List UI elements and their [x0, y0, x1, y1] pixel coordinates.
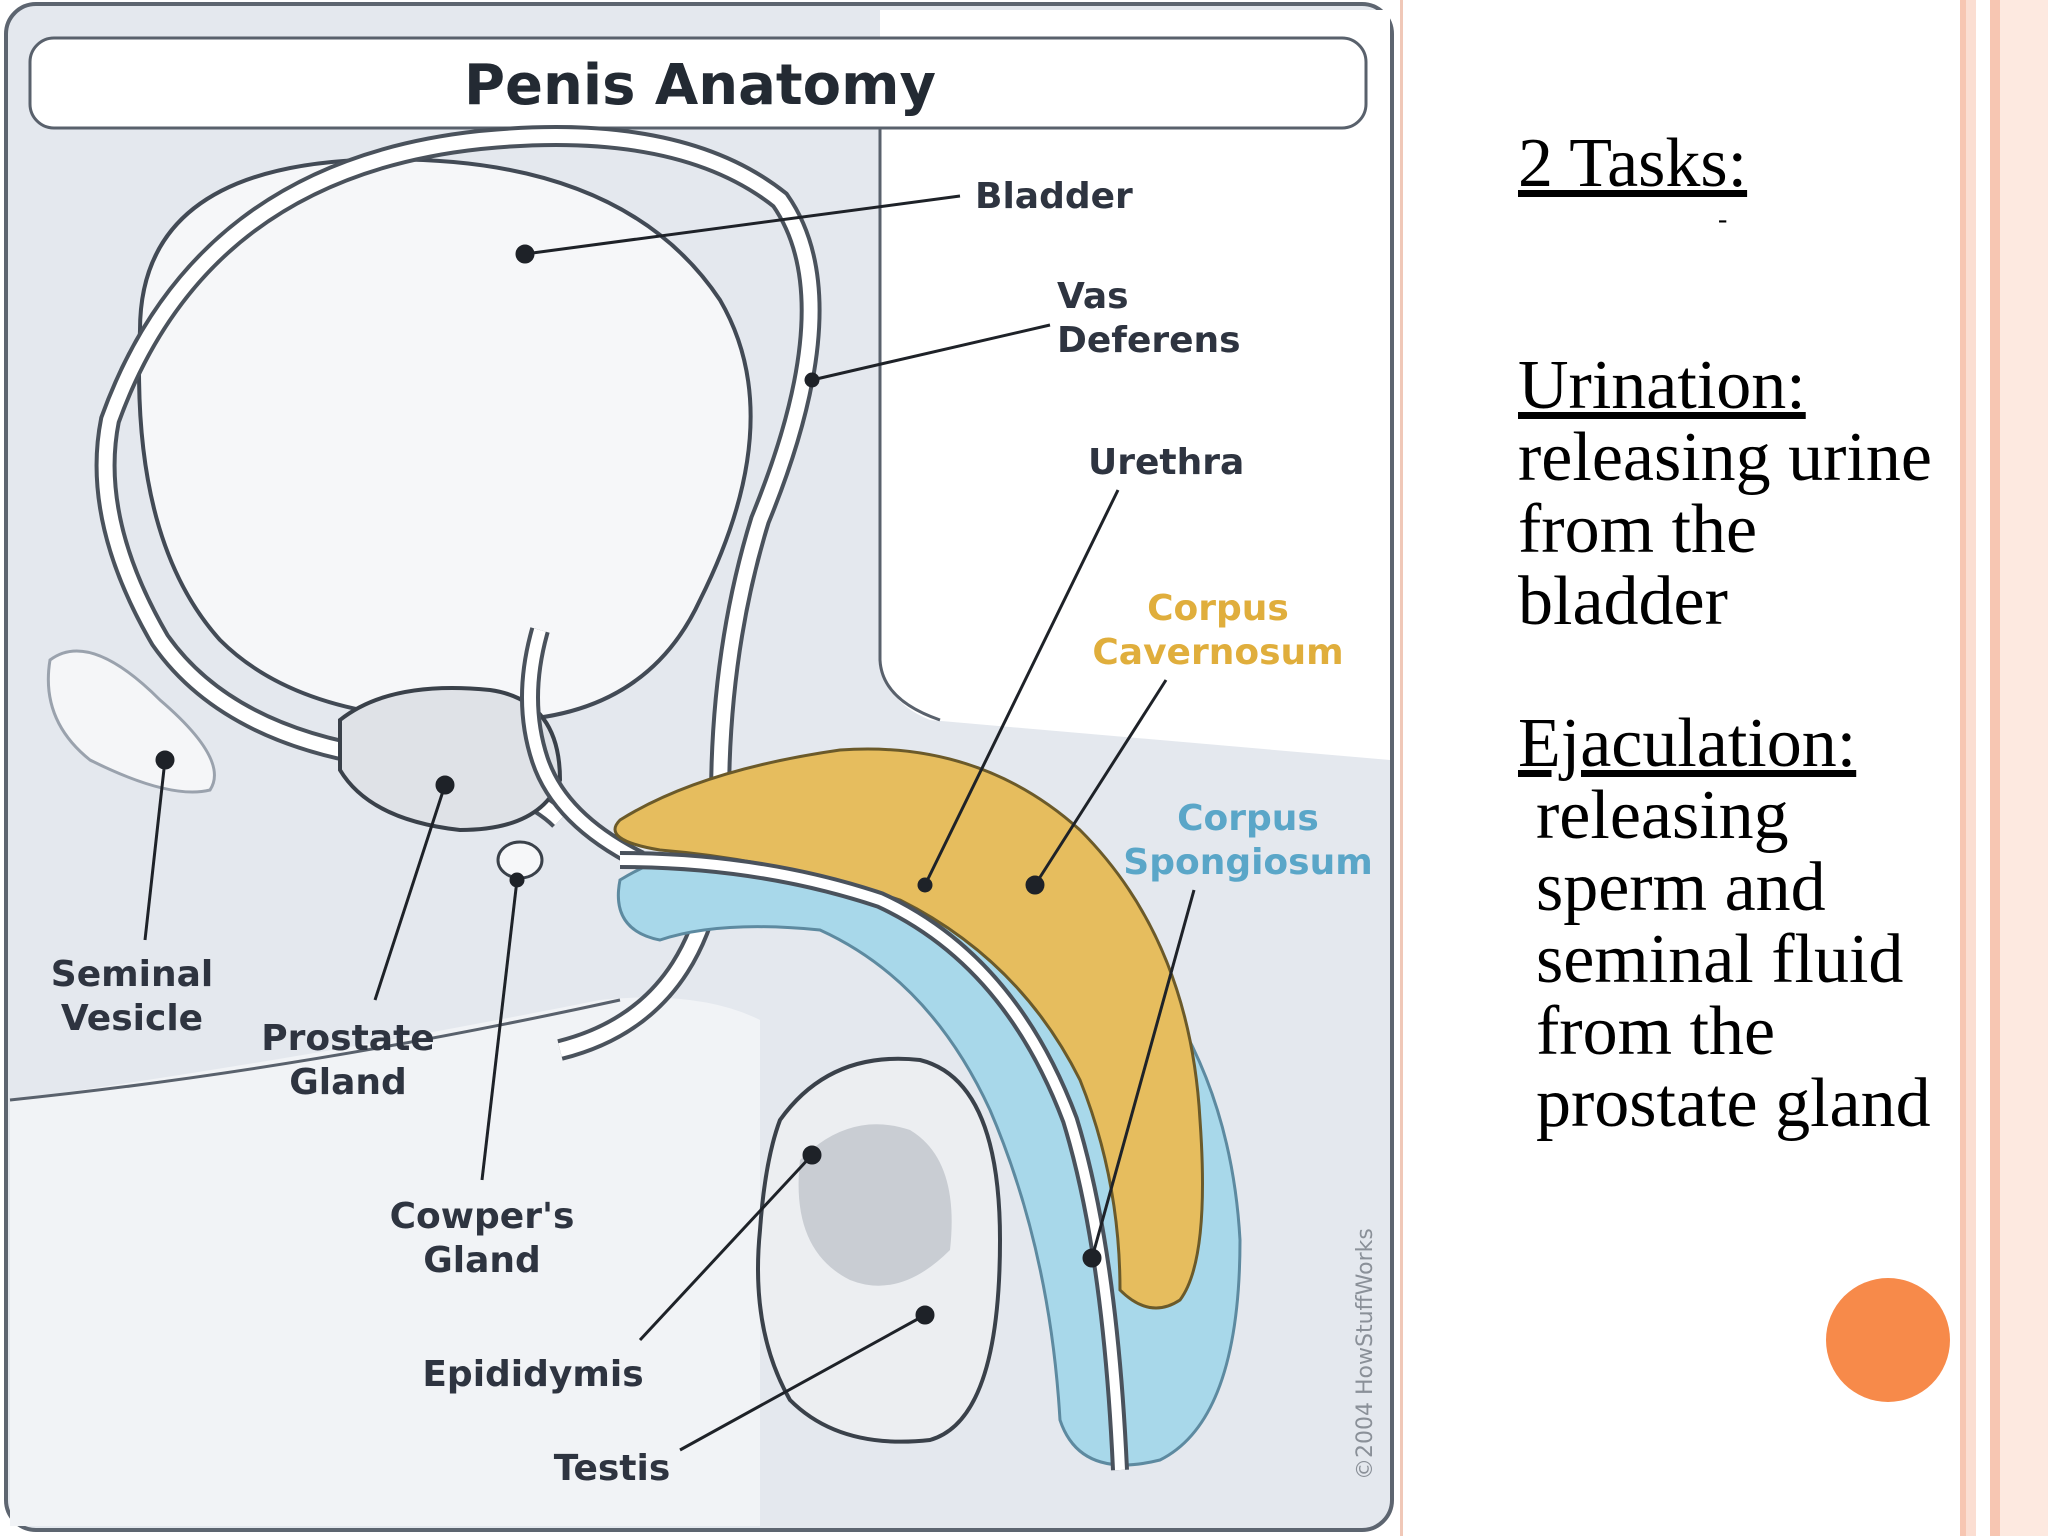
decorative-stripe	[1960, 0, 1966, 1536]
title-banner	[28, 36, 1368, 130]
copyright-text: ©2004 HowStuffWorks	[1353, 1228, 1378, 1480]
label-epididymis: Epididymis	[422, 1354, 643, 1395]
label-prostate-gland-2: Gland	[289, 1062, 407, 1103]
label-corpus-spongiosum-1: Corpus	[1177, 798, 1319, 839]
decorative-stripe	[1990, 0, 2000, 1536]
urination-description: releasing urine from the bladder	[1518, 419, 1932, 640]
label-urethra: Urethra	[1088, 442, 1244, 483]
urethra-penile-inner	[619, 855, 1125, 1471]
tasks-panel: 2 Tasks: - Urination: releasing urine fr…	[1518, 128, 1938, 1140]
label-bladder: Bladder	[975, 176, 1133, 217]
diagram-title: Penis Anatomy	[464, 53, 936, 118]
ejaculation-title: Ejaculation:	[1518, 705, 1857, 782]
vas-deferens-inner	[98, 129, 818, 1057]
label-testis: Testis	[554, 1448, 671, 1489]
label-seminal-vesicle-2: Vesicle	[61, 998, 203, 1039]
decorative-stripe	[2000, 0, 2048, 1536]
epididymis-shape	[798, 1124, 952, 1286]
label-prostate-gland-1: Prostate	[261, 1018, 434, 1059]
label-corpus-spongiosum-2: Spongiosum	[1123, 842, 1372, 883]
label-corpus-cavernosum-2: Cavernosum	[1092, 632, 1343, 673]
ejaculation-description: releasing sperm and seminal fluid from t…	[1536, 777, 1931, 1142]
label-cowpers-gland-1: Cowper's	[390, 1196, 575, 1237]
label-vas-deferens-1: Vas	[1057, 276, 1129, 317]
label-seminal-vesicle-1: Seminal	[51, 954, 213, 995]
tasks-dash: -	[1718, 204, 1728, 235]
background-region	[880, 10, 1390, 760]
abdomen-outline	[878, 90, 941, 722]
urination-title: Urination:	[1518, 347, 1806, 424]
anatomy-diagram: Penis Anatomy Bladder Vas Deferens Ureth…	[4, 2, 1394, 1532]
diagram-panel: Penis Anatomy Bladder Vas Deferens Ureth…	[4, 0, 1403, 1536]
tasks-heading: 2 Tasks:	[1518, 125, 1748, 202]
cowpers-gland-shape	[496, 840, 544, 880]
label-corpus-cavernosum-1: Corpus	[1147, 588, 1289, 629]
label-cowpers-gland-2: Gland	[423, 1240, 541, 1281]
decorative-stripe	[1966, 0, 1976, 1536]
label-vas-deferens-2: Deferens	[1057, 320, 1241, 361]
body-outline	[9, 998, 621, 1102]
thigh-region	[10, 997, 760, 1526]
orange-circle-decoration	[1826, 1278, 1950, 1402]
urethra-upper-inner	[524, 628, 643, 866]
